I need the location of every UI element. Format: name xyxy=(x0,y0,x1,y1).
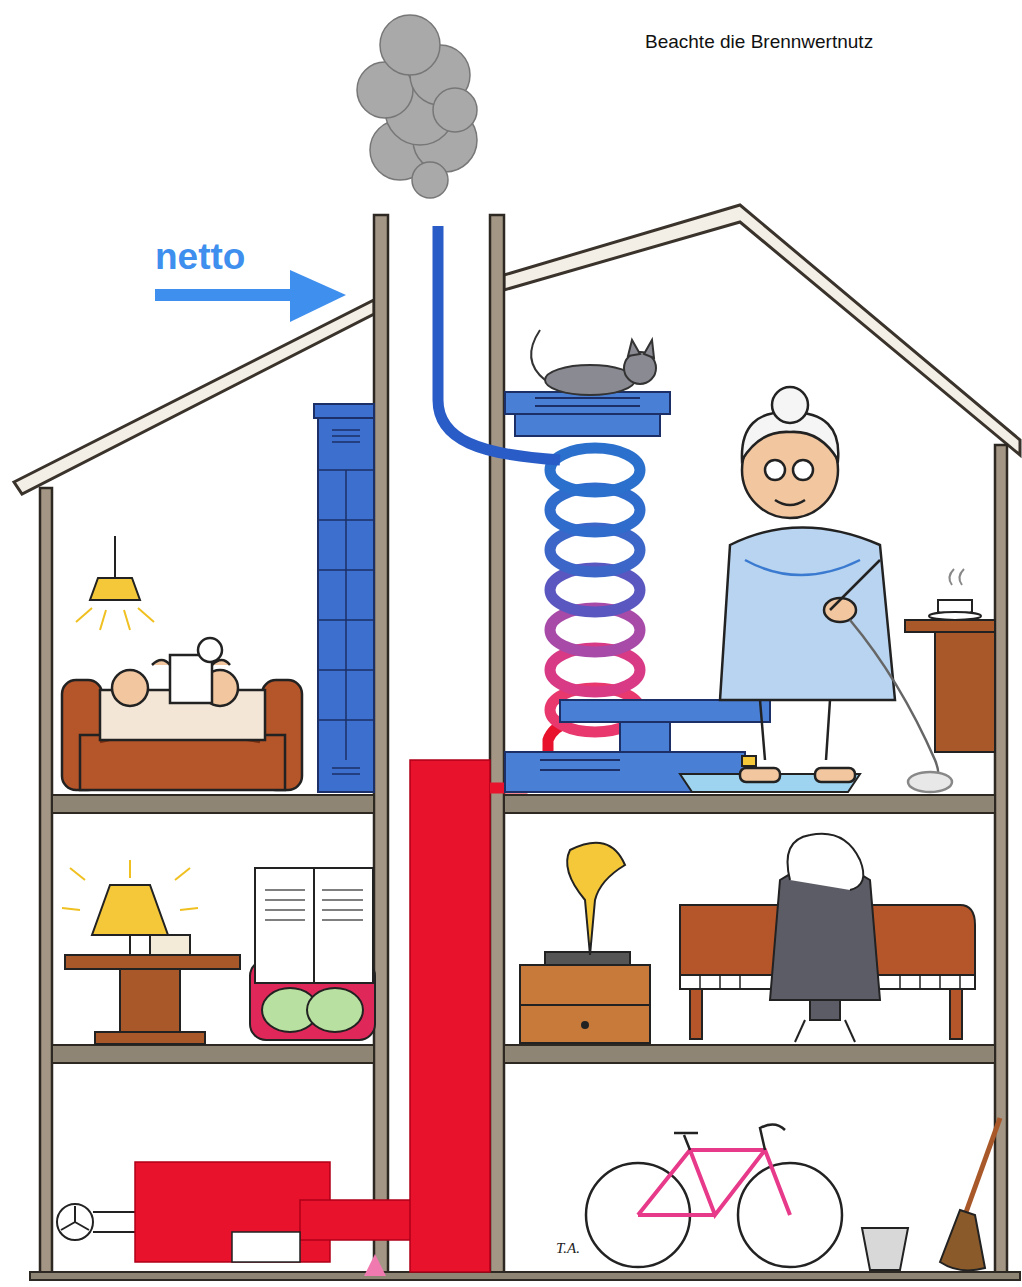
table-lamp xyxy=(62,860,240,1044)
note-text: Beachte die Brennwertnutz xyxy=(645,31,873,53)
air-arrow xyxy=(364,1254,386,1276)
smoke-cloud xyxy=(357,15,477,198)
roof xyxy=(14,205,1020,494)
broom xyxy=(940,1118,1000,1270)
netto-arrow xyxy=(155,270,346,322)
condensing-spiral xyxy=(550,448,640,732)
bicycle xyxy=(586,1124,842,1267)
wall xyxy=(40,215,1007,1278)
water-basin xyxy=(680,756,860,792)
fan xyxy=(57,1204,135,1240)
flow-label: netto xyxy=(155,236,245,279)
gramophone xyxy=(520,843,650,1043)
signature: T.A. xyxy=(556,1240,580,1257)
cat xyxy=(531,330,656,395)
bucket xyxy=(862,1228,908,1270)
piano xyxy=(680,834,975,1042)
ceiling-lamp xyxy=(76,536,154,630)
armchair-reader xyxy=(250,868,375,1040)
bed-reader xyxy=(62,638,302,790)
floor xyxy=(30,795,1020,1280)
grandma-knitting xyxy=(720,387,952,792)
tile-stove xyxy=(314,404,374,792)
flue-gas-hot xyxy=(135,760,490,1272)
side-table xyxy=(905,569,995,752)
